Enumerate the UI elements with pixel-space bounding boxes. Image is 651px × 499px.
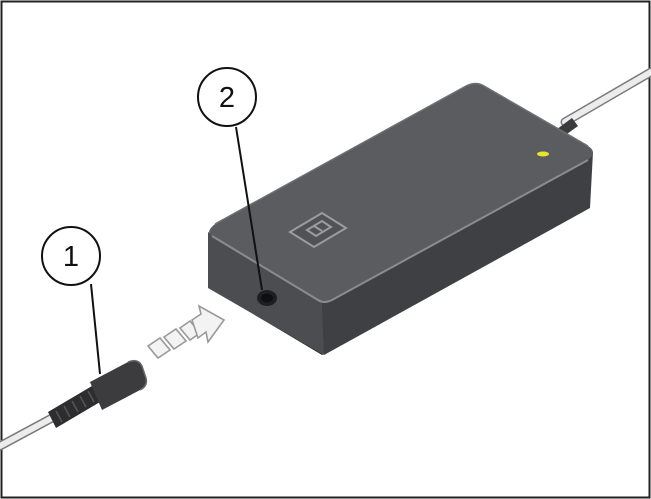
- insert-arrow-icon: [146, 304, 226, 360]
- adapter-power-socket: [257, 290, 277, 306]
- power-cord: [0, 359, 148, 451]
- adapter-side-face: [322, 152, 593, 355]
- callout-1: 1: [41, 226, 101, 375]
- status-led: [537, 151, 549, 157]
- callout-2-leader: [235, 126, 263, 291]
- square-brand-logo-icon: [288, 211, 348, 249]
- power-adapter: [208, 82, 593, 355]
- callout-2-label: 2: [219, 82, 235, 114]
- callout-1-circle: [41, 226, 101, 286]
- callout-2-circle: [197, 67, 257, 127]
- power-cord-strain-relief: [48, 386, 100, 428]
- power-cord-plug: [90, 360, 147, 410]
- callout-1-label: 1: [63, 241, 79, 273]
- callout-1-leader: [90, 283, 101, 375]
- callout-2: 2: [197, 67, 263, 291]
- adapter-top-face: [209, 83, 593, 302]
